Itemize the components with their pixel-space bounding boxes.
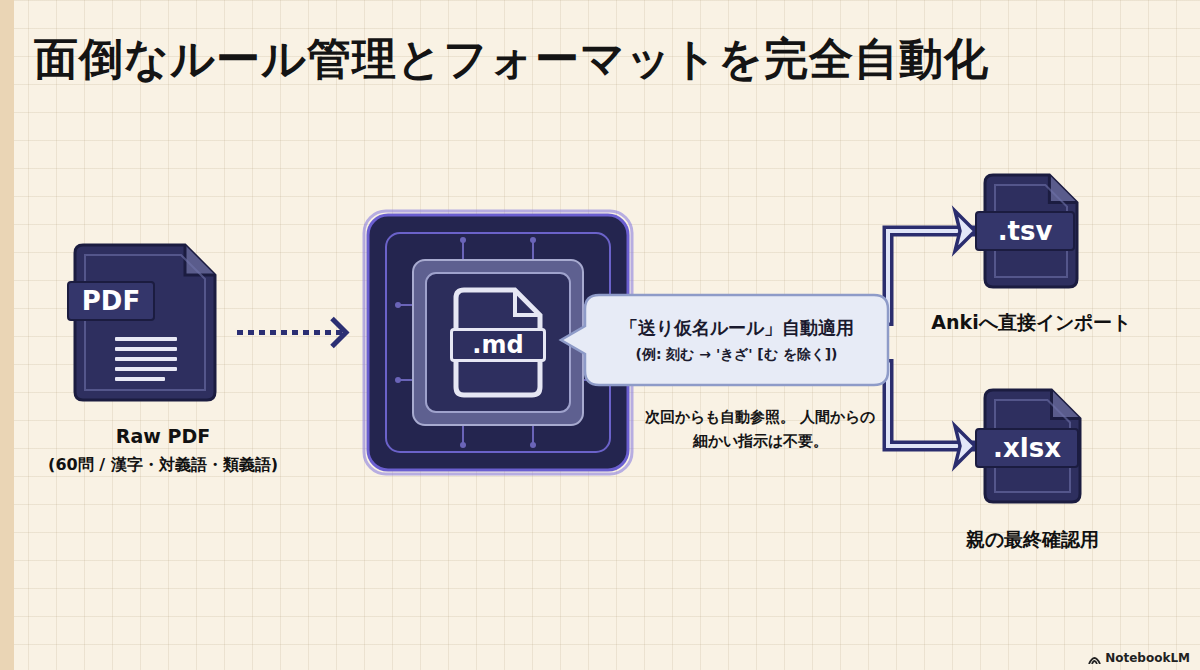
arrow-head [955,211,975,251]
file-inner [85,255,205,390]
circuit-pad [460,442,466,448]
file-extension: .xlsx [977,433,1077,463]
file-icon: PDFRaw PDF(60問 / 漢字・対義語・類義語) [75,245,215,400]
watermark-icon [1088,654,1101,664]
file-extension: .md [453,331,543,359]
file-extension: PDF [69,286,153,316]
file-fold [1052,390,1081,419]
chip-layer [413,260,583,425]
circuit-pad [395,377,401,383]
arrow-head [955,426,975,466]
node-shape [75,245,215,400]
file-icon: .tsvAnkiへ直接インポート [985,175,1077,287]
circuit-pad [460,237,466,243]
file-fold [1049,175,1077,203]
file-caption: Ankiへ直接インポート [931,310,1130,336]
file-caption: Raw PDF [116,425,210,447]
text-line [115,347,177,351]
callout-bubble: 「送り仮名ルール」自動適用 (例: 刻む → 'きざ' [む を除く]) [585,295,888,385]
circuit-pad [395,302,401,308]
file-outline [75,245,215,400]
text-line [115,337,177,341]
bubble-example: (例: 刻む → 'きざ' [む を除く]) [636,346,838,364]
arrow-head [332,319,346,347]
watermark: NotebookLM [1105,651,1190,665]
page-edge-band [0,0,14,670]
bubble-content: 「送り仮名ルール」自動適用 (例: 刻む → 'きざ' [む を除く]) [585,295,888,385]
text-line [115,367,177,371]
file-tab: .md [450,328,546,362]
text-line [115,357,177,361]
chip-core [426,273,570,412]
file-tab: PDF [67,281,155,321]
file-fold [185,245,215,275]
file-icon: .xlsx親の最終確認用 [985,390,1080,502]
text-line [115,377,165,381]
file-tab: .tsv [975,211,1075,251]
file-tab: .xlsx [975,428,1079,468]
file-caption: (60問 / 漢字・対義語・類義語) [48,455,278,476]
diagram-title: 面倒なルール管理とフォーマットを完全自動化 [34,30,989,89]
file-fold [515,290,540,315]
watermark-text: NotebookLM [1105,651,1190,665]
connector [237,319,346,347]
file-caption: 親の最終確認用 [966,527,1099,553]
dashed-connector [237,330,343,335]
watermark-arc [1089,658,1100,664]
circuit-pad [530,442,536,448]
bubble-heading: 「送り仮名ルール」自動適用 [620,316,854,340]
bubble-outline [561,295,888,385]
note-text: 次回からも自動参照。 人間からの細かい指示は不要。 [640,405,880,453]
circuit-pad [530,237,536,243]
node-shape [585,295,888,385]
file-extension: .tsv [977,216,1073,246]
